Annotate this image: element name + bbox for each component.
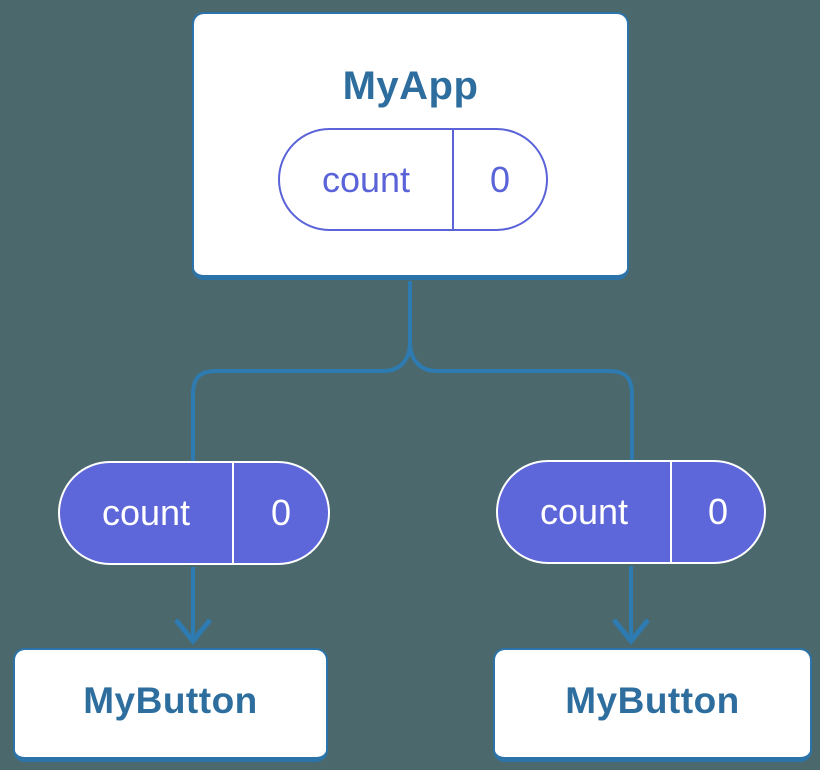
arrow-down-icon [174,618,212,645]
component-card-mybutton-left: MyButton [13,648,328,762]
state-pill-root: count 0 [278,128,548,231]
prop-value: 0 [670,462,764,562]
prop-name: count [101,492,191,533]
prop-name: count [539,491,629,532]
component-card-myapp: MyApp [192,12,629,280]
prop-pill-right: count 0 [496,460,766,564]
component-title: MyApp [342,64,479,108]
state-value: 0 [452,130,546,229]
state-name: count [321,158,411,200]
component-title: MyButton [565,680,740,721]
branch-line-right [408,281,634,462]
prop-pill-left: count 0 [58,461,330,565]
branch-line-left [191,281,412,463]
arrow-down-icon [612,618,650,645]
component-title: MyButton [83,680,258,721]
component-card-mybutton-right: MyButton [493,648,812,762]
prop-value: 0 [232,463,328,563]
